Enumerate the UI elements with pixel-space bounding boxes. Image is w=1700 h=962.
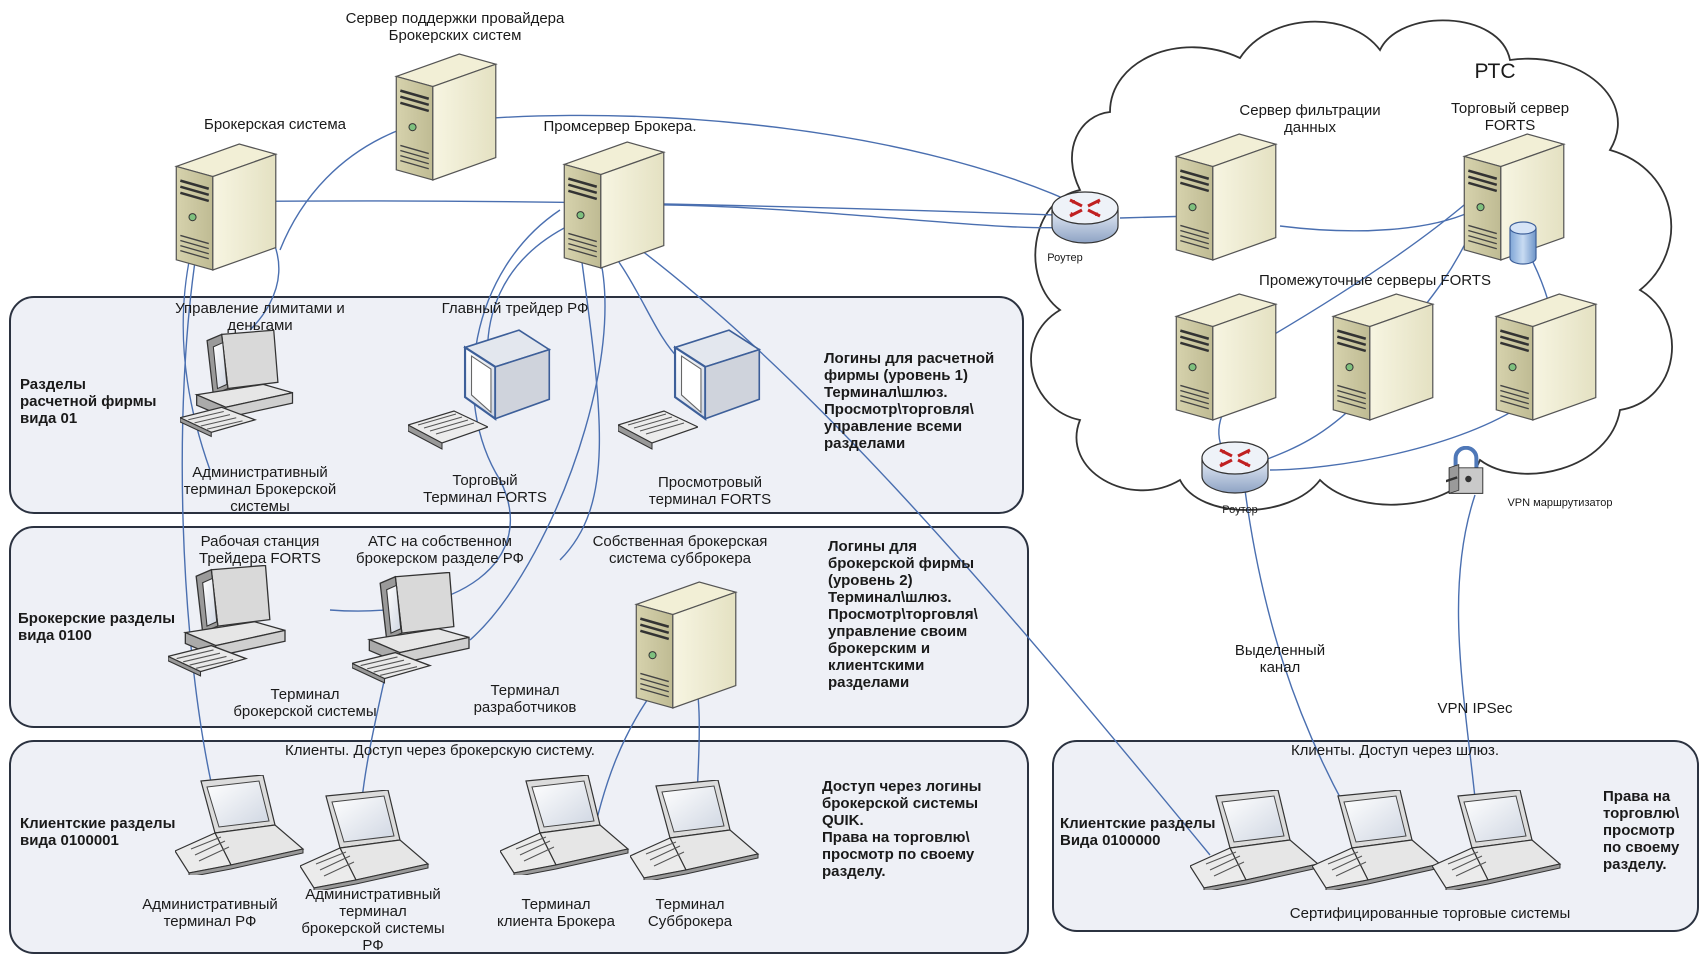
database-icon <box>1509 221 1537 265</box>
clients-left-note: Доступ через логины брокерской системы Q… <box>822 778 982 880</box>
intermediate-server-3-icon <box>1495 292 1598 422</box>
link-int3-router <box>1269 399 1531 471</box>
prom-server-label: Промсервер Брокера. <box>543 118 697 135</box>
broker-system-server-icon <box>175 142 278 272</box>
link-prom-gateway-clients <box>599 219 1211 856</box>
support-server-icon <box>395 52 498 182</box>
router-top-label: Роутер <box>1047 252 1083 264</box>
dedicated-channel-label: Выделенный канал <box>1234 642 1326 676</box>
clients-right-caption: Клиенты. Доступ через шлюз. <box>1290 742 1500 759</box>
support-server-label: Сервер поддержки провайдера Брокерских с… <box>345 10 565 44</box>
view-terminal-label: Просмотровый терминал FORTS <box>648 474 772 508</box>
link-prom-to-router <box>584 203 1086 229</box>
vpn-router-label: VPN маршрутизатор <box>1507 497 1613 509</box>
vpn-ipsec-label: VPN IPSec <box>1437 700 1513 717</box>
settlement-heading: Разделы расчетной фирмы вида 01 <box>20 376 157 427</box>
ats-label: АТС на собственном брокерском разделе РФ <box>356 533 524 567</box>
broker-terminal-label: Терминал брокерской системы <box>233 686 377 720</box>
sub-broker-server-icon <box>635 580 738 710</box>
settlement-note: Логины для расчетной фирмы (уровень 1) Т… <box>824 350 995 452</box>
chief-trader-label: Главный трейдер РФ <box>441 300 589 317</box>
filter-server-icon <box>1175 132 1278 262</box>
link-broker-adminrf <box>181 229 216 801</box>
broker-note: Логины для брокерской фирмы (уровень 2) … <box>828 538 978 691</box>
dev-terminal-label: Терминал разработчиков <box>473 682 577 716</box>
limits-label: Управление лимитами и деньгами <box>175 300 345 334</box>
clients-left-heading: Клиентские разделы вида 0100001 <box>20 815 176 849</box>
link-broker-support <box>279 125 411 251</box>
prom-server-icon <box>563 140 666 270</box>
clients-right-heading: Клиентские разделы Вида 0100000 <box>1060 815 1216 849</box>
client-terminal-label: Терминал клиента Брокера <box>497 896 615 930</box>
router-bottom-icon <box>1200 440 1270 495</box>
sub-broker-system-label: Собственная брокерская система субброкер… <box>592 533 768 567</box>
admin-rf-label: Административный терминал РФ <box>142 896 278 930</box>
sub-terminal-label: Терминал Субброкера <box>647 896 733 930</box>
router-top-icon <box>1050 190 1120 245</box>
link-support-to-router <box>409 114 1086 209</box>
link-prom-dev <box>559 209 601 561</box>
clients-left-caption: Клиенты. Доступ через брокерскую систему… <box>285 742 595 759</box>
router-bottom-label: Роутер <box>1222 504 1258 516</box>
trade-server-label: Торговый сервер FORTS <box>1450 100 1570 134</box>
filter-server-label: Сервер фильтрации данных <box>1239 102 1381 136</box>
admin-broker-rf-label: Административный терминал брокерской сис… <box>301 886 445 954</box>
clients-right-note: Права на торговлю\ просмотр по своему ра… <box>1603 788 1680 873</box>
rts-cloud <box>1030 19 1673 511</box>
intermediate-server-1-icon <box>1175 292 1278 422</box>
broker-system-label: Брокерская система <box>203 116 347 133</box>
workstation-label: Рабочая станция Трейдера FORTS <box>199 533 321 567</box>
link-filter-trade <box>1279 211 1471 232</box>
admin-terminal-label: Административный терминал Брокерской сис… <box>183 464 337 515</box>
intermediate-server-2-icon <box>1332 292 1435 422</box>
rts-cloud-label: РТС <box>1474 60 1516 83</box>
broker-heading: Брокерские разделы вида 0100 <box>18 610 176 644</box>
certified-label: Сертифицированные торговые системы <box>1289 905 1571 922</box>
trading-terminal-label: Торговый Терминал FORTS <box>423 472 547 506</box>
intermediate-servers-label: Промежуточные серверы FORTS <box>1259 272 1491 289</box>
